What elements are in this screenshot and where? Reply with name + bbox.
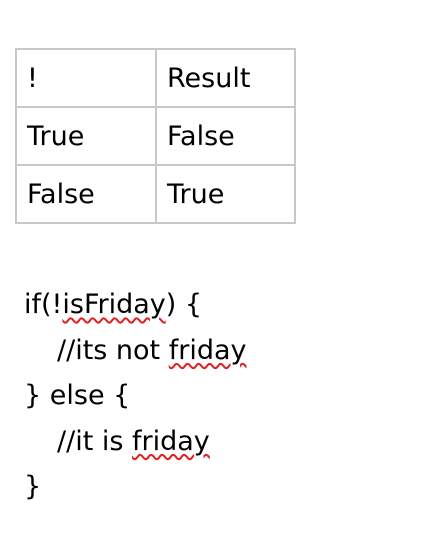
code-snippet: if(!isFriday) { //its not friday } else … (24, 282, 404, 510)
code-comment: //it is (57, 425, 133, 457)
code-line: } (24, 464, 404, 510)
table-cell: False (155, 106, 296, 166)
code-comment: //its not (57, 334, 169, 366)
code-line: if(!isFriday) { (24, 282, 404, 328)
table-header-cell-result: Result (155, 48, 296, 108)
code-line: //it is friday (24, 419, 404, 465)
misspelled-word: friday (132, 425, 210, 457)
table-row: False True (15, 164, 296, 224)
code-text: } else { (24, 380, 131, 411)
table-cell: True (155, 164, 296, 224)
misspelled-word: isFriday (62, 289, 166, 320)
table-header-cell-not: ! (15, 48, 157, 108)
table-header-row: ! Result (15, 48, 296, 108)
truth-table: ! Result True False False True (15, 48, 296, 224)
code-line: //its not friday (24, 328, 404, 374)
code-text: if(! (24, 289, 63, 320)
misspelled-word: friday (168, 334, 247, 366)
table-row: True False (15, 106, 296, 166)
table-cell: False (15, 164, 157, 224)
code-line: } else { (24, 373, 404, 419)
table-cell: True (15, 106, 157, 166)
code-text: } (24, 471, 42, 502)
code-text: ) { (165, 289, 203, 320)
